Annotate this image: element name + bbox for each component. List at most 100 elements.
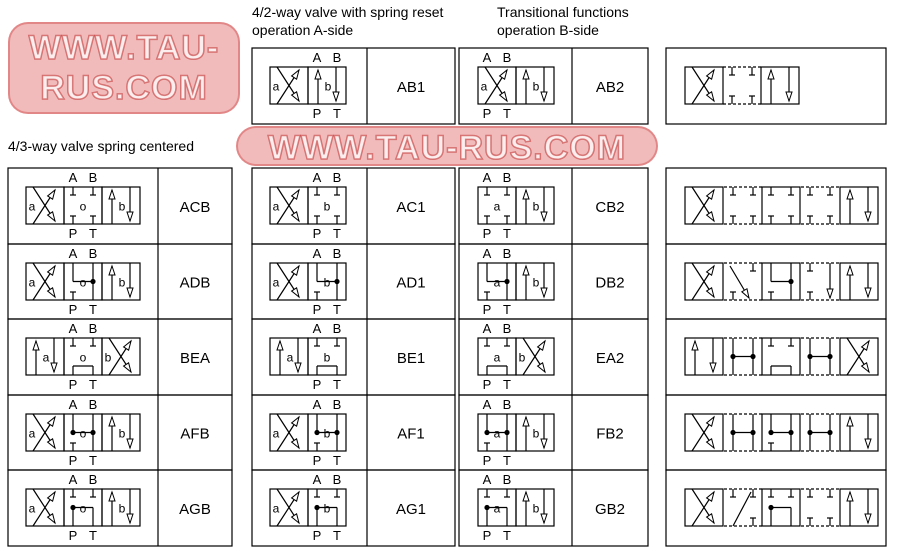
port-label-b: B [333,321,342,336]
position-label: b [105,351,112,365]
header-line: 4/2-way valve with spring reset [252,4,444,20]
arrowhead-icon [785,91,793,103]
arrowhead-icon [522,490,530,502]
port-label-a: A [69,397,78,412]
port-label-t: T [333,377,341,392]
arrowhead-icon [108,415,116,427]
envelope [761,488,801,527]
port-label-a: A [313,50,322,65]
arrowhead-icon [705,211,715,223]
arrowhead-icon [32,339,40,351]
valve-code: EA2 [596,350,624,367]
arrowhead-icon [826,288,834,300]
envelope [684,66,724,105]
header-two-way: 4/2-way valve with spring reset operatio… [252,3,443,39]
envelope [684,337,724,376]
port-label-t: T [503,106,511,121]
port-label-p: P [483,106,492,121]
port-label-p: P [313,377,322,392]
arrowhead-icon [126,438,134,450]
port-label-t: T [503,453,511,468]
port-label-b: B [89,321,98,336]
port-label-a: A [483,246,492,261]
arrowhead-icon [498,68,508,80]
valve-code: BE1 [397,350,425,367]
arrowhead-icon [290,91,300,103]
arrowhead-icon [122,339,132,351]
arrowhead-icon [767,68,775,80]
position-label: a [273,276,280,290]
port-label-t: T [89,453,97,468]
arrowhead-icon [864,211,872,223]
port-label-p: P [483,528,492,543]
port-label-a: A [483,397,492,412]
junction-dot [827,429,833,436]
port-label-b: B [503,170,512,185]
envelope [515,66,555,105]
port-label-p: P [69,453,78,468]
junction-dot [70,504,76,511]
junction-dot [730,353,736,360]
cell-border [665,469,887,547]
port-label-p: P [69,528,78,543]
position-label: a [494,427,501,441]
junction-dot [70,429,76,436]
envelope [684,413,724,452]
port-label-a: A [483,170,492,185]
port-label-t: T [503,528,511,543]
cell-border [665,318,887,396]
position-label: a [494,276,501,290]
junction-dot [768,504,774,511]
position-label: b [119,427,126,441]
arrowhead-icon [705,91,715,103]
junction-dot [788,429,794,436]
port-label-b: B [89,170,98,185]
port-label-a: A [483,472,492,487]
envelope [307,337,347,376]
position-label: b [533,276,540,290]
arrowhead-icon [46,264,56,276]
junction-dot [788,278,794,285]
arrowhead-icon [276,339,284,351]
position-label: a [29,276,36,290]
envelope [839,413,879,452]
junction-dot [334,429,340,436]
envelope [515,337,555,376]
position-label: b [519,351,526,365]
arrowhead-icon [860,339,870,351]
envelope [761,413,801,452]
arrowhead-icon [46,415,56,427]
port-label-t: T [503,302,511,317]
port-label-a: A [69,472,78,487]
arrowhead-icon [846,188,854,200]
junction-dot [768,429,774,436]
position-label: a [494,502,501,516]
arrowhead-icon [536,362,546,374]
envelope [761,186,801,225]
envelope [761,262,801,301]
arrowhead-icon [46,211,56,223]
port-label-p: P [69,377,78,392]
position-label: a [494,200,501,214]
arrowhead-icon [126,513,134,525]
position-label: b [119,276,126,290]
envelope [307,66,347,105]
valve-code: AF1 [397,426,425,443]
arrowhead-icon [536,339,546,351]
transitional-cell-d [665,243,887,320]
position-label: b [119,200,126,214]
position-label: a [273,427,280,441]
envelope [760,66,800,105]
arrowhead-icon [290,188,300,200]
arrowhead-icon [846,415,854,427]
arrowhead-icon [290,287,300,299]
